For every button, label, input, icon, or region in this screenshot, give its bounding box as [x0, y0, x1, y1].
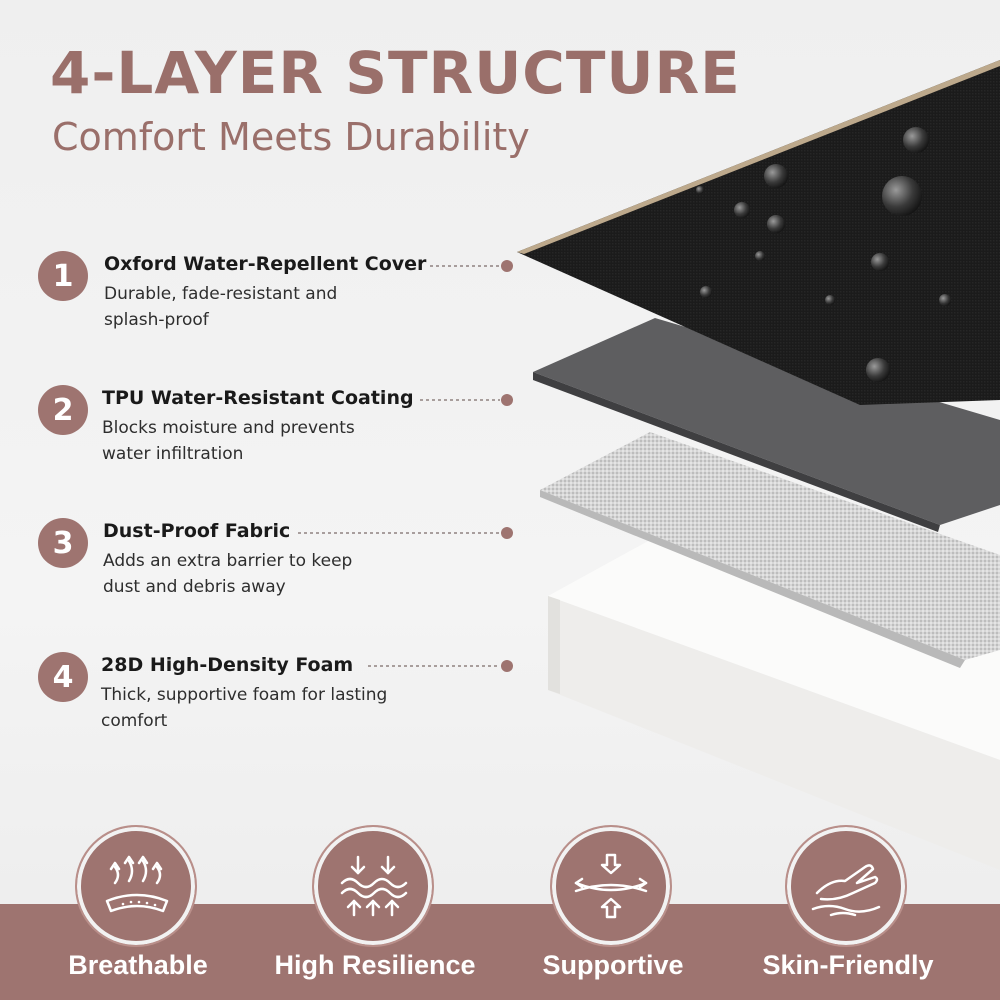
layer-title: TPU Water-Resistant Coating: [102, 387, 414, 409]
feature-skin-friendly: Skin-Friendly: [738, 825, 958, 995]
supportive-icon: [550, 825, 672, 947]
layer-title: Dust-Proof Fabric: [103, 520, 291, 542]
number-badge: 1: [38, 251, 88, 301]
oxford-cover-layer: [517, 60, 1000, 405]
layer-item-tpu-coating: 2 TPU Water-Resistant Coating Blocks moi…: [38, 385, 458, 475]
feature-supportive: Supportive: [503, 825, 723, 995]
layer-title: Oxford Water-Repellent Cover: [104, 253, 427, 275]
feature-label: High Resilience: [274, 950, 476, 980]
page-subtitle: Comfort Meets Durability: [52, 115, 530, 159]
skin-friendly-icon: [785, 825, 907, 947]
connector-lines: [298, 265, 502, 667]
tpu-coating-layer: [533, 318, 1000, 532]
number-badge: 2: [38, 385, 88, 435]
layer-item-oxford-cover: 1 Oxford Water-Repellent Cover Durable, …: [38, 251, 458, 341]
layer-description: Blocks moisture and prevents water infil…: [102, 418, 355, 464]
feature-high-resilience: High Resilience: [265, 825, 485, 995]
layer-item-dust-proof-fabric: 3 Dust-Proof Fabric Adds an extra barrie…: [38, 518, 458, 608]
feature-label: Breathable: [68, 950, 208, 980]
feature-breathable: Breathable: [28, 825, 248, 995]
page-title: 4-LAYER STRUCTURE: [50, 39, 741, 107]
number-badge: 4: [38, 652, 88, 702]
resilience-icon: [312, 825, 434, 947]
connector-dots: [501, 260, 513, 672]
foam-layer: [548, 540, 1000, 870]
layer-description: Thick, supportive foam for lasting comfo…: [101, 685, 388, 731]
breathable-icon: [75, 825, 197, 947]
layer-description: Durable, fade-resistant and splash-proof: [104, 284, 338, 330]
feature-label: Skin-Friendly: [762, 950, 934, 980]
layer-description: Adds an extra barrier to keep dust and d…: [103, 551, 353, 597]
feature-label: Supportive: [542, 950, 684, 980]
layer-title: 28D High-Density Foam: [101, 654, 354, 676]
layer-item-high-density-foam: 4 28D High-Density Foam Thick, supportiv…: [38, 652, 458, 742]
number-badge: 3: [38, 518, 88, 568]
fabric-layer: [540, 432, 1000, 668]
